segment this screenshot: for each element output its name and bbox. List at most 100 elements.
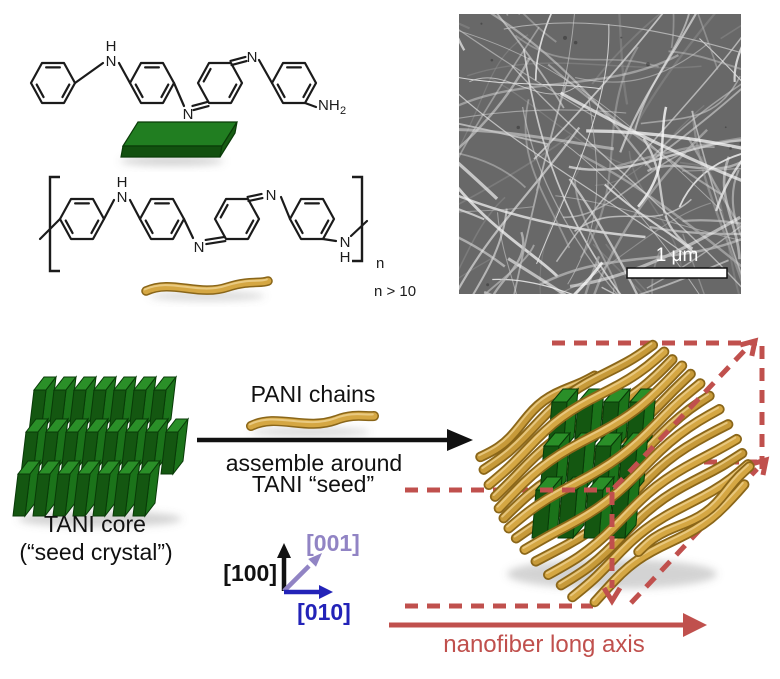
sem-fiber (592, 243, 644, 294)
sem-background (459, 14, 741, 294)
cluster-fiber (591, 481, 748, 606)
sem-fiber (459, 236, 506, 268)
sem-fiber (644, 88, 741, 167)
sem-fiber (722, 156, 741, 260)
sem-fiber (733, 45, 741, 83)
bond (191, 100, 209, 108)
sem-fiber (459, 29, 596, 118)
sem-fiber (497, 212, 518, 294)
sem-fiber (648, 83, 741, 162)
sem-fiber (459, 30, 722, 212)
sem-fiber (584, 255, 601, 294)
bond (321, 237, 338, 243)
sem-fiber (459, 255, 497, 279)
slab-front-face (160, 431, 179, 475)
nanofiber-axis: nanofiber long axis (389, 613, 707, 658)
tani-core-stack (12, 375, 190, 518)
double-bond-inner (160, 83, 170, 99)
slab-front-face (12, 473, 31, 517)
quinoid-ring (213, 197, 261, 241)
tani-structure-labels: H N N N NH 2 (106, 38, 347, 123)
scale-bar-label: 1 μm (656, 245, 699, 266)
scale-bar (626, 267, 728, 279)
sem-fiber (459, 109, 627, 119)
cluster-fiber (485, 348, 668, 489)
sem-dark-spot (729, 146, 732, 150)
benzene-ring (29, 61, 77, 105)
sem-fiber (670, 14, 675, 49)
atom-label-nh2-sub: 2 (340, 105, 346, 117)
shadow (120, 156, 224, 166)
sem-fiber (459, 194, 646, 239)
bond (246, 192, 263, 199)
sem-fiber (682, 219, 741, 225)
double-bond-inner (64, 219, 74, 235)
sem-fiber (459, 152, 527, 189)
sem-fiber (604, 183, 696, 255)
nanofiber-axis-arrowhead (683, 613, 707, 637)
sem-dark-spot (563, 35, 567, 40)
sem-fiber (618, 14, 629, 105)
sem-fiber (518, 14, 521, 16)
sem-fiber (507, 257, 567, 294)
sem-fiber (459, 126, 581, 291)
cluster-fiber (505, 380, 704, 532)
bond (230, 59, 248, 67)
sem-fiber (640, 75, 741, 125)
pani-fiber-icon (141, 276, 273, 296)
axis-001-arrow (282, 564, 311, 593)
arrow-caption-line2: TANI “seed” (252, 471, 374, 497)
sem-fiber (492, 278, 574, 294)
sem-fiber (472, 208, 508, 294)
bond (229, 55, 247, 63)
sem-fiber (681, 167, 741, 172)
plate-top-face (121, 121, 239, 147)
axis-001-arrowhead (308, 553, 322, 567)
sem-fiber (503, 22, 741, 54)
sem-fiber (651, 247, 663, 294)
sem-fiber (459, 206, 534, 213)
tani-plate-icon (120, 121, 239, 158)
dashed-cell-edge (612, 348, 747, 490)
bond (192, 104, 210, 112)
sem-fiber (536, 23, 610, 265)
sem-fiber (547, 63, 724, 197)
sem-fiber (679, 161, 741, 171)
sem-fiber (492, 231, 525, 294)
sem-fiber (579, 153, 741, 268)
bond (279, 195, 292, 221)
sem-dark-spot (573, 40, 578, 45)
atom-label-n: N (117, 189, 128, 206)
sem-fiber (522, 14, 557, 43)
sem-fiber (459, 122, 549, 145)
nanofiber-cluster (475, 339, 755, 608)
repeat-condition: n > 10 (374, 283, 416, 300)
sem-fiber (572, 261, 604, 294)
atom-label-n: N (247, 49, 258, 66)
sem-dark-spot (516, 125, 520, 130)
double-bond-inner (170, 219, 180, 235)
axis-100-arrowhead (277, 543, 291, 558)
core-caption-line1: TANI core (44, 511, 146, 537)
sem-fiber (691, 110, 741, 283)
double-bond-inner (134, 83, 144, 99)
sem-dark-spot (663, 213, 666, 216)
sem-dark-spot (739, 142, 741, 145)
sem-fiber (490, 14, 653, 171)
sem-dark-spot (646, 62, 650, 67)
sem-fiber (459, 22, 470, 30)
sem-fiber (459, 208, 485, 221)
bond (204, 235, 226, 242)
sem-fiber (521, 106, 618, 294)
atom-label-n: N (340, 234, 351, 251)
slab-front-face (52, 473, 71, 517)
cluster-fiber (557, 449, 746, 589)
double-bond-inner (294, 219, 304, 235)
cluster-fiber-highlight (522, 406, 720, 549)
sem-fiber (459, 57, 531, 150)
pani-structure-bonds (38, 175, 369, 273)
sem-fiber (668, 50, 741, 71)
cluster-fiber-highlight (486, 349, 664, 485)
fiber-highlight (143, 278, 268, 291)
sem-micrograph: 1 μm (459, 14, 741, 294)
